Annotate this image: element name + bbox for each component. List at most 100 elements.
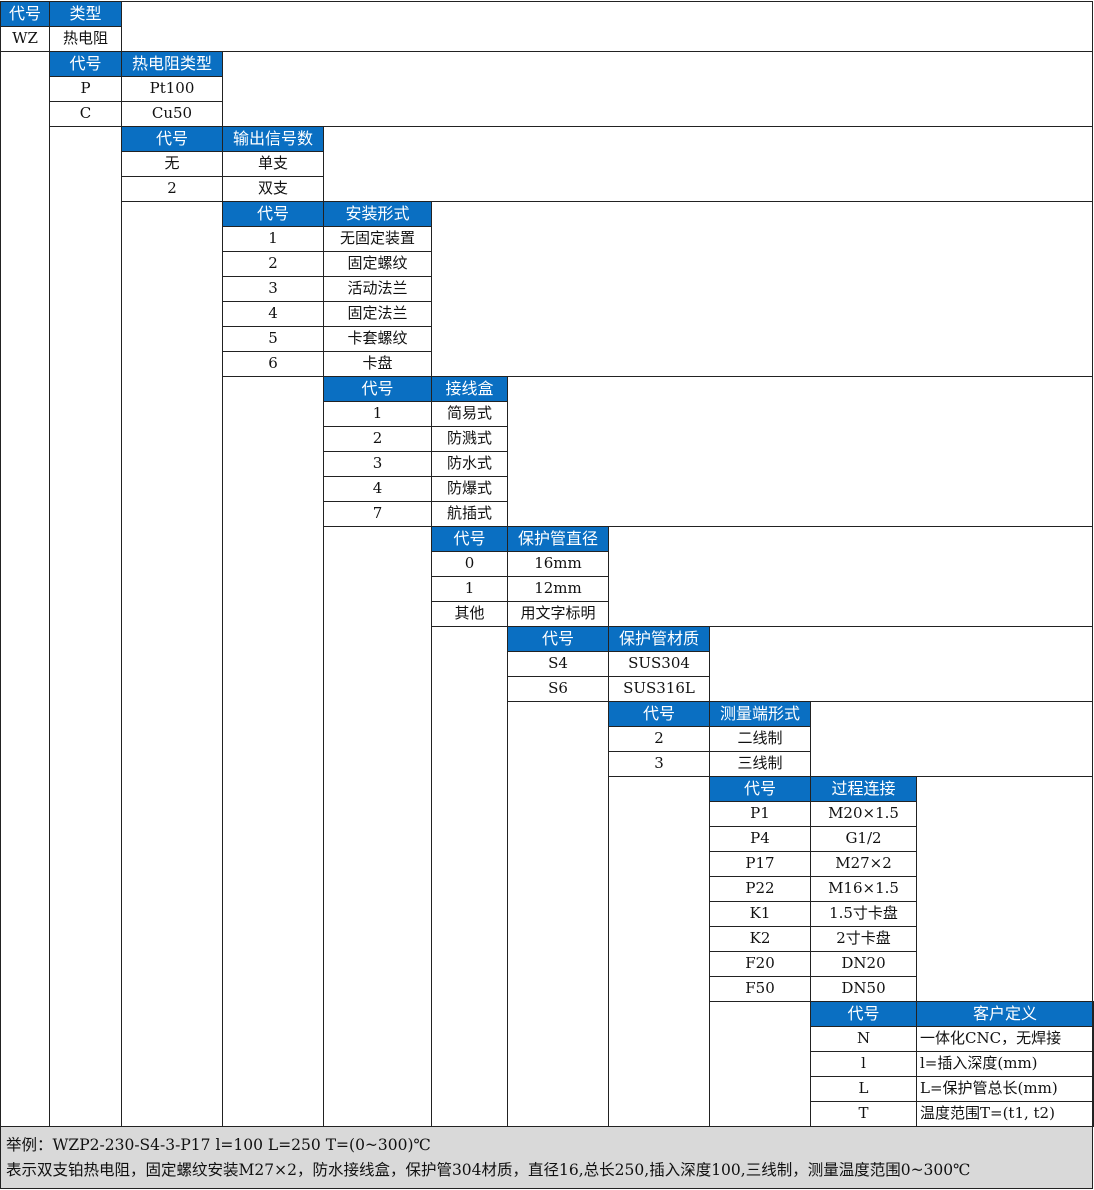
option-value: 卡盘 bbox=[323, 351, 432, 377]
option-value: 卡套螺纹 bbox=[323, 326, 432, 352]
header-code: 代号 bbox=[121, 126, 223, 152]
section-divider bbox=[121, 126, 1093, 127]
header-label: 安装形式 bbox=[323, 201, 432, 227]
option-value: 三线制 bbox=[709, 751, 811, 777]
option-code: 3 bbox=[323, 451, 432, 477]
option-code: l bbox=[810, 1051, 917, 1077]
option-value: 热电阻 bbox=[49, 26, 122, 52]
option-value: M27×2 bbox=[810, 851, 917, 877]
option-code: 1 bbox=[323, 401, 432, 427]
right-border bbox=[1092, 1, 1093, 1126]
option-value: 12mm bbox=[507, 576, 609, 602]
option-code: 2 bbox=[121, 176, 223, 202]
option-code: K1 bbox=[709, 901, 811, 927]
header-code: 代号 bbox=[0, 1, 50, 27]
option-value: 防溅式 bbox=[431, 426, 508, 452]
option-value: 一体化CNC，无焊接 bbox=[916, 1026, 1094, 1052]
option-value: 固定法兰 bbox=[323, 301, 432, 327]
option-code: T bbox=[810, 1101, 917, 1127]
example-footer: 举例：WZP2-230-S4-3-P17 l=100 L=250 T=(0~30… bbox=[0, 1126, 1093, 1189]
option-value: 2寸卡盘 bbox=[810, 926, 917, 952]
column-line bbox=[507, 626, 508, 1126]
column-line bbox=[222, 201, 223, 1126]
column-line bbox=[323, 376, 324, 1126]
header-code: 代号 bbox=[431, 526, 508, 552]
column-line bbox=[810, 776, 811, 1126]
header-code: 代号 bbox=[222, 201, 324, 227]
option-code: 1 bbox=[431, 576, 508, 602]
column-line bbox=[709, 776, 710, 1126]
option-code: 7 bbox=[323, 501, 432, 527]
header-label: 客户定义 bbox=[916, 1001, 1094, 1027]
option-value: l=插入深度(mm) bbox=[916, 1051, 1094, 1077]
option-code: 其他 bbox=[431, 601, 508, 627]
header-label: 热电阻类型 bbox=[121, 51, 223, 77]
option-value: DN50 bbox=[810, 976, 917, 1002]
header-code: 代号 bbox=[608, 701, 710, 727]
option-value: G1/2 bbox=[810, 826, 917, 852]
option-code: 2 bbox=[323, 426, 432, 452]
column-line bbox=[0, 1, 1, 1126]
option-code: 3 bbox=[608, 751, 710, 777]
option-code: P4 bbox=[709, 826, 811, 852]
header-label: 接线盒 bbox=[431, 376, 508, 402]
option-code: N bbox=[810, 1026, 917, 1052]
top-border bbox=[0, 1, 1093, 2]
section-divider bbox=[323, 376, 1093, 377]
option-code: 4 bbox=[323, 476, 432, 502]
option-value: 双支 bbox=[222, 176, 324, 202]
option-code: 3 bbox=[222, 276, 324, 302]
column-line bbox=[608, 701, 609, 1126]
header-code: 代号 bbox=[709, 776, 811, 802]
option-code: P22 bbox=[709, 876, 811, 902]
option-code: 2 bbox=[608, 726, 710, 752]
option-code: L bbox=[810, 1076, 917, 1102]
header-label: 测量端形式 bbox=[709, 701, 811, 727]
option-code: F50 bbox=[709, 976, 811, 1002]
header-code: 代号 bbox=[49, 51, 122, 77]
option-value: 温度范围T=(t1, t2) bbox=[916, 1101, 1094, 1127]
option-code: 2 bbox=[222, 251, 324, 277]
option-value: 活动法兰 bbox=[323, 276, 432, 302]
header-label: 保护管直径 bbox=[507, 526, 609, 552]
option-code: 4 bbox=[222, 301, 324, 327]
option-value: 1.5寸卡盘 bbox=[810, 901, 917, 927]
option-code: S4 bbox=[507, 651, 609, 677]
section-divider bbox=[431, 526, 1093, 527]
section-divider bbox=[507, 626, 1093, 627]
option-value: DN20 bbox=[810, 951, 917, 977]
example-code: 举例：WZP2-230-S4-3-P17 l=100 L=250 T=(0~30… bbox=[6, 1136, 431, 1154]
option-value: SUS304 bbox=[608, 651, 710, 677]
option-code: 5 bbox=[222, 326, 324, 352]
option-value: SUS316L bbox=[608, 676, 710, 702]
column-line bbox=[121, 126, 122, 1126]
option-value: 用文字标明 bbox=[507, 601, 609, 627]
column-line bbox=[810, 1001, 811, 1126]
option-value: Cu50 bbox=[121, 101, 223, 127]
header-code: 代号 bbox=[323, 376, 432, 402]
option-code: S6 bbox=[507, 676, 609, 702]
option-code: P bbox=[49, 76, 122, 102]
option-code: P17 bbox=[709, 851, 811, 877]
option-value: Pt100 bbox=[121, 76, 223, 102]
option-value: 防爆式 bbox=[431, 476, 508, 502]
example-description: 表示双支铂热电阻，固定螺纹安装M27×2，防水接线盒，保护管304材质，直径16… bbox=[6, 1161, 971, 1179]
option-code: 0 bbox=[431, 551, 508, 577]
header-label: 过程连接 bbox=[810, 776, 917, 802]
option-code: WZ bbox=[0, 26, 50, 52]
option-value: L=保护管总长(mm) bbox=[916, 1076, 1094, 1102]
option-code: 1 bbox=[222, 226, 324, 252]
column-line bbox=[916, 1001, 917, 1126]
option-value: 二线制 bbox=[709, 726, 811, 752]
section-divider bbox=[608, 701, 1093, 702]
option-value: M20×1.5 bbox=[810, 801, 917, 827]
option-value: 16mm bbox=[507, 551, 609, 577]
option-value: 防水式 bbox=[431, 451, 508, 477]
option-code: F20 bbox=[709, 951, 811, 977]
option-value: 单支 bbox=[222, 151, 324, 177]
option-code: 6 bbox=[222, 351, 324, 377]
header-code: 代号 bbox=[810, 1001, 917, 1027]
section-divider bbox=[49, 51, 1093, 52]
header-label: 类型 bbox=[49, 1, 122, 27]
